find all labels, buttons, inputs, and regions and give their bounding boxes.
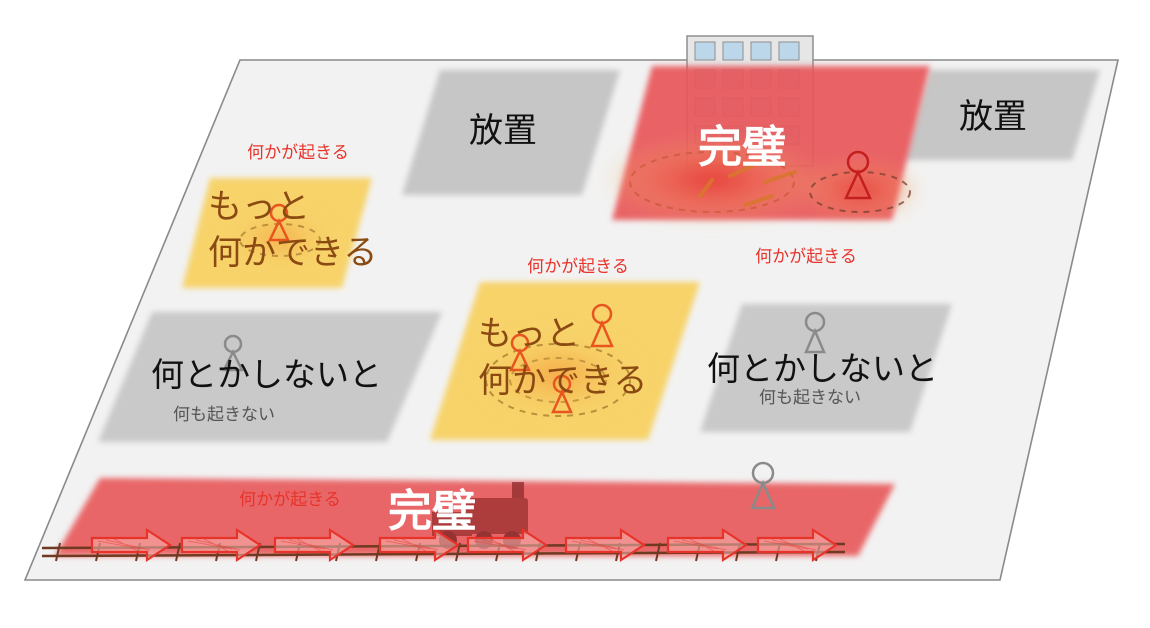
zone-must-left xyxy=(98,312,442,442)
zone-label-more: 何かできる xyxy=(478,361,647,401)
person-icon xyxy=(509,333,531,372)
person-icon xyxy=(844,150,872,200)
zone-label-more: もっと xyxy=(478,314,580,354)
movement-arrows xyxy=(698,160,797,207)
person-icon xyxy=(590,303,614,348)
annotation-happens: 何かが起きる xyxy=(755,247,857,267)
zone-label-more: もっと xyxy=(208,187,310,227)
event-halo xyxy=(473,333,643,417)
zone-neglect-1 xyxy=(402,70,620,195)
annotation-nothing: 何も起きない xyxy=(759,388,861,408)
person-icon xyxy=(221,334,245,372)
zone-must-right xyxy=(700,304,952,432)
person-icon xyxy=(750,461,776,510)
zone-label-must: 何とかしないと xyxy=(707,349,938,388)
annotation-happens: 何かが起きる xyxy=(247,143,349,163)
zone-label-perfect: 完璧 xyxy=(388,486,476,537)
person-icon xyxy=(268,203,290,242)
zone-label-perfect: 完璧 xyxy=(698,122,786,173)
annotation-happens: 何かが起きる xyxy=(239,490,341,510)
event-ring xyxy=(485,343,631,417)
zone-label-more: 何かできる xyxy=(208,233,377,273)
zone-label-neglect: 放置 xyxy=(469,111,537,151)
event-ring xyxy=(629,151,795,213)
annotation-happens: 何かが起きる xyxy=(527,257,629,277)
zone-neglect-2 xyxy=(904,70,1100,160)
person-icon xyxy=(804,311,826,354)
event-halo xyxy=(798,160,922,220)
person-icon xyxy=(551,374,573,414)
annotation-nothing: 何も起きない xyxy=(173,405,275,425)
locomotive-icon xyxy=(432,482,528,549)
event-ring xyxy=(509,357,607,403)
zone-label-neglect: 放置 xyxy=(959,97,1027,137)
zone-label-must: 何とかしないと xyxy=(151,355,382,394)
